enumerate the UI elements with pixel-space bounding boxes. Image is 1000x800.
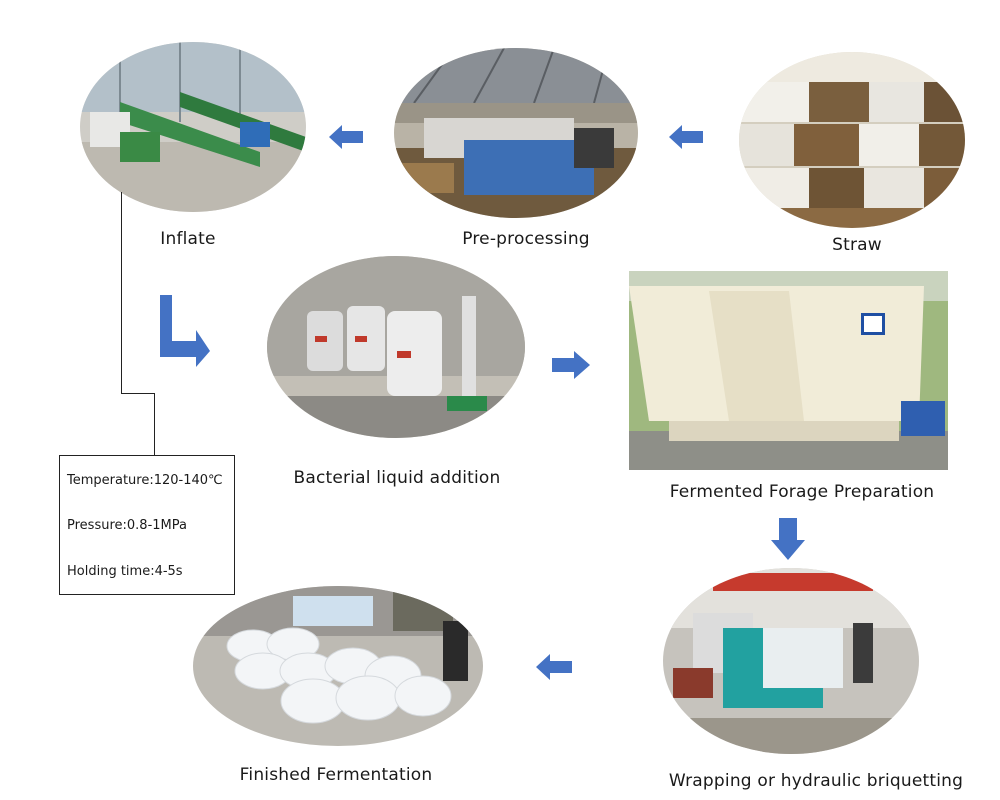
arrow-left-icon <box>329 125 363 149</box>
arrow-left-icon <box>669 125 703 149</box>
connector-line <box>154 393 155 455</box>
arrow-right-icon <box>552 351 590 379</box>
finished-photo <box>193 586 483 746</box>
preprocessing-label: Pre-processing <box>462 229 590 249</box>
arrow-left-icon <box>536 654 572 680</box>
fermented-prep-photo <box>629 271 948 470</box>
inflate-label: Inflate <box>160 229 216 249</box>
finished-label: Finished Fermentation <box>239 765 433 785</box>
connector-line <box>121 192 122 393</box>
inflate-photo <box>80 42 306 212</box>
wrapping-photo <box>663 568 919 754</box>
wrapping-label: Wrapping or hydraulic briquetting <box>668 771 964 791</box>
bent-arrow-icon <box>160 295 212 367</box>
connector-line <box>121 393 155 394</box>
straw-label: Straw <box>832 235 882 255</box>
bacterial-photo <box>267 256 525 438</box>
preprocessing-photo <box>394 48 638 218</box>
straw-photo <box>739 52 965 228</box>
bacterial-label: Bacterial liquid addition <box>293 468 501 488</box>
holding-time-text: Holding time:4-5s <box>67 564 183 579</box>
parameters-box: Temperature:120-140℃ Pressure:0.8-1MPa H… <box>59 455 235 595</box>
arrow-down-icon <box>771 518 805 560</box>
fermented-prep-label: Fermented Forage Preparation <box>669 482 935 502</box>
pressure-text: Pressure:0.8-1MPa <box>67 518 187 533</box>
temperature-text: Temperature:120-140℃ <box>67 473 223 488</box>
